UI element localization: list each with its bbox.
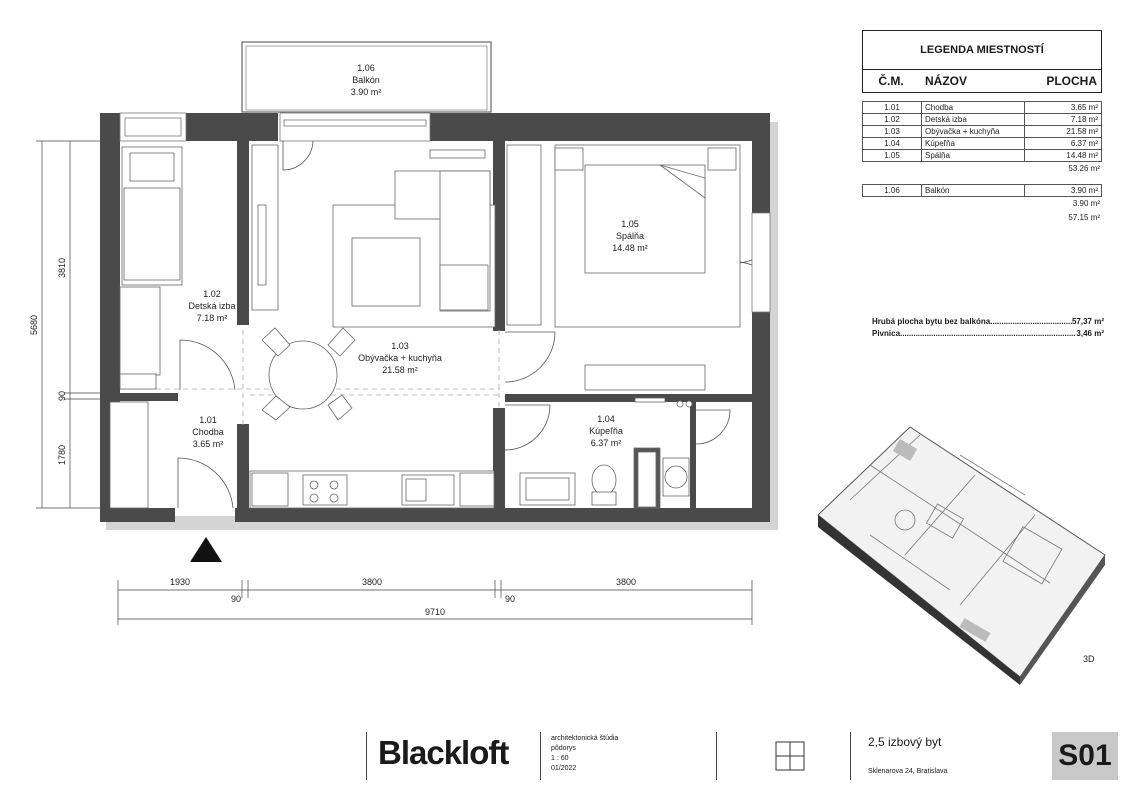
title-divider bbox=[540, 732, 541, 780]
interior-walls bbox=[108, 141, 752, 508]
balcony-name: Balkón bbox=[352, 75, 380, 85]
cellar-value: 3,46 m² bbox=[1076, 329, 1104, 338]
entrance-arrow-icon bbox=[190, 537, 222, 562]
legend-header-row: Č.M. NÁZOV PLOCHA bbox=[862, 70, 1102, 93]
bedroom-area: 14.48 m² bbox=[612, 243, 648, 253]
dimension-labels-left: 5680 3810 90 1780 bbox=[29, 258, 67, 465]
hallway-area: 3.65 m² bbox=[193, 439, 224, 449]
kitchen-counter bbox=[249, 470, 495, 509]
project-address: Sklenarova 24, Bratislava bbox=[868, 768, 948, 775]
dim-bottom-1: 1930 bbox=[170, 577, 190, 587]
dim-wall-2: 90 bbox=[505, 594, 515, 604]
legend-col-number: Č.M. bbox=[878, 74, 904, 88]
table-row: 1.01 Chodba 3.65 m² bbox=[862, 101, 1102, 114]
legend-rooms-table: 1.01 Chodba 3.65 m² 1.02 Detská izba 7.1… bbox=[862, 101, 1102, 162]
sheet-code: S01 bbox=[1052, 732, 1118, 780]
bedroom-furniture bbox=[429, 144, 741, 391]
legend-balcony-total: 3.90 m² bbox=[1072, 199, 1100, 208]
floor-plan: 1.06 Balkón 3.90 m² 1.02 Detská izba 7.1… bbox=[29, 41, 778, 625]
table-row: 1.06 Balkón 3.90 m² bbox=[862, 184, 1102, 197]
drawing-meta: architektonická štúdia pôdorys 1 : 60 01… bbox=[551, 734, 618, 774]
dim-bottom-3: 3800 bbox=[616, 577, 636, 587]
living-room-number: 1.03 bbox=[391, 341, 409, 351]
legend-title: LEGENDA MIESTNOSTÍ bbox=[862, 30, 1102, 70]
legend-rooms-total: 53.26 m² bbox=[1068, 164, 1100, 173]
studio-label: architektonická štúdia bbox=[551, 735, 619, 742]
grid-icon bbox=[775, 741, 805, 771]
dim-left-total: 5680 bbox=[29, 315, 39, 335]
table-row: 1.04 Kúpeľňa 6.37 m² bbox=[862, 137, 1102, 150]
table-row: 1.03 Obývačka + kuchyňa 21.58 m² bbox=[862, 125, 1102, 138]
legend-grand-total: 57.15 m² bbox=[1068, 213, 1100, 222]
drawing-type: pôdorys bbox=[551, 745, 576, 752]
table-row: 1.02 Detská izba 7.18 m² bbox=[862, 113, 1102, 126]
dim-wall-1: 90 bbox=[231, 594, 241, 604]
gross-area-label: Hrubá plocha bytu bez balkóna bbox=[872, 317, 991, 326]
kids-room-name: Detská izba bbox=[188, 301, 235, 311]
drawing-date: 01/2022 bbox=[551, 765, 577, 772]
hallway-number: 1.01 bbox=[199, 415, 217, 425]
dimension-labels-bottom: 1930 3800 3800 90 90 9710 bbox=[170, 577, 636, 617]
balcony-area: 3.90 m² bbox=[351, 87, 382, 97]
table-row: 1.05 Spálňa 14.48 m² bbox=[862, 149, 1102, 162]
bathroom-name: Kúpeľňa bbox=[589, 426, 623, 436]
view-3d-label: 3D bbox=[1083, 654, 1095, 664]
isometric-3d-view bbox=[817, 426, 1106, 685]
balcony-outline bbox=[241, 41, 492, 113]
title-divider bbox=[716, 732, 717, 780]
title-divider bbox=[366, 732, 367, 780]
bedroom-name: Spálňa bbox=[616, 231, 644, 241]
room-labels: 1.06 Balkón 3.90 m² 1.02 Detská izba 7.1… bbox=[188, 63, 647, 449]
legend-col-area: PLOCHA bbox=[1046, 74, 1097, 88]
kids-room-number: 1.02 bbox=[203, 289, 221, 299]
dim-total-width: 9710 bbox=[425, 607, 445, 617]
gross-area-value: 57,37 m² bbox=[1071, 317, 1104, 326]
drawing-scale: 1 : 60 bbox=[551, 755, 569, 762]
bathroom-area: 6.37 m² bbox=[591, 438, 622, 448]
company-logo: Blackloft bbox=[378, 734, 509, 771]
title-divider bbox=[850, 732, 851, 780]
cellar-label: Pivnica bbox=[872, 329, 901, 338]
project-title: 2,5 izbový byt bbox=[868, 735, 942, 749]
dimension-lines-left bbox=[36, 140, 100, 509]
dim-left-3: 1780 bbox=[57, 445, 67, 465]
bathroom-fixtures bbox=[519, 397, 693, 509]
living-room-furniture bbox=[251, 144, 496, 421]
living-room-area: 21.58 m² bbox=[382, 365, 418, 375]
bathroom-number: 1.04 bbox=[597, 414, 615, 424]
room-legend: LEGENDA MIESTNOSTÍ Č.M. NÁZOV PLOCHA 1.0… bbox=[862, 30, 1102, 225]
kids-room-furniture bbox=[109, 146, 183, 509]
legend-col-name: NÁZOV bbox=[925, 74, 967, 88]
living-room-name: Obývačka + kuchyňa bbox=[358, 353, 442, 363]
gross-area-summary: Hrubá plocha bytu bez balkóna ..........… bbox=[872, 317, 1104, 338]
hallway-name: Chodba bbox=[192, 427, 224, 437]
balcony-number: 1.06 bbox=[357, 63, 375, 73]
dim-left-1: 3810 bbox=[57, 258, 67, 278]
kids-room-area: 7.18 m² bbox=[197, 313, 228, 323]
legend-balcony-table: 1.06 Balkón 3.90 m² bbox=[862, 184, 1102, 197]
dim-bottom-2: 3800 bbox=[362, 577, 382, 587]
dim-left-2: 90 bbox=[57, 391, 67, 401]
windows bbox=[119, 112, 771, 313]
bedroom-number: 1.05 bbox=[621, 219, 639, 229]
dimension-lines-bottom bbox=[117, 580, 753, 625]
